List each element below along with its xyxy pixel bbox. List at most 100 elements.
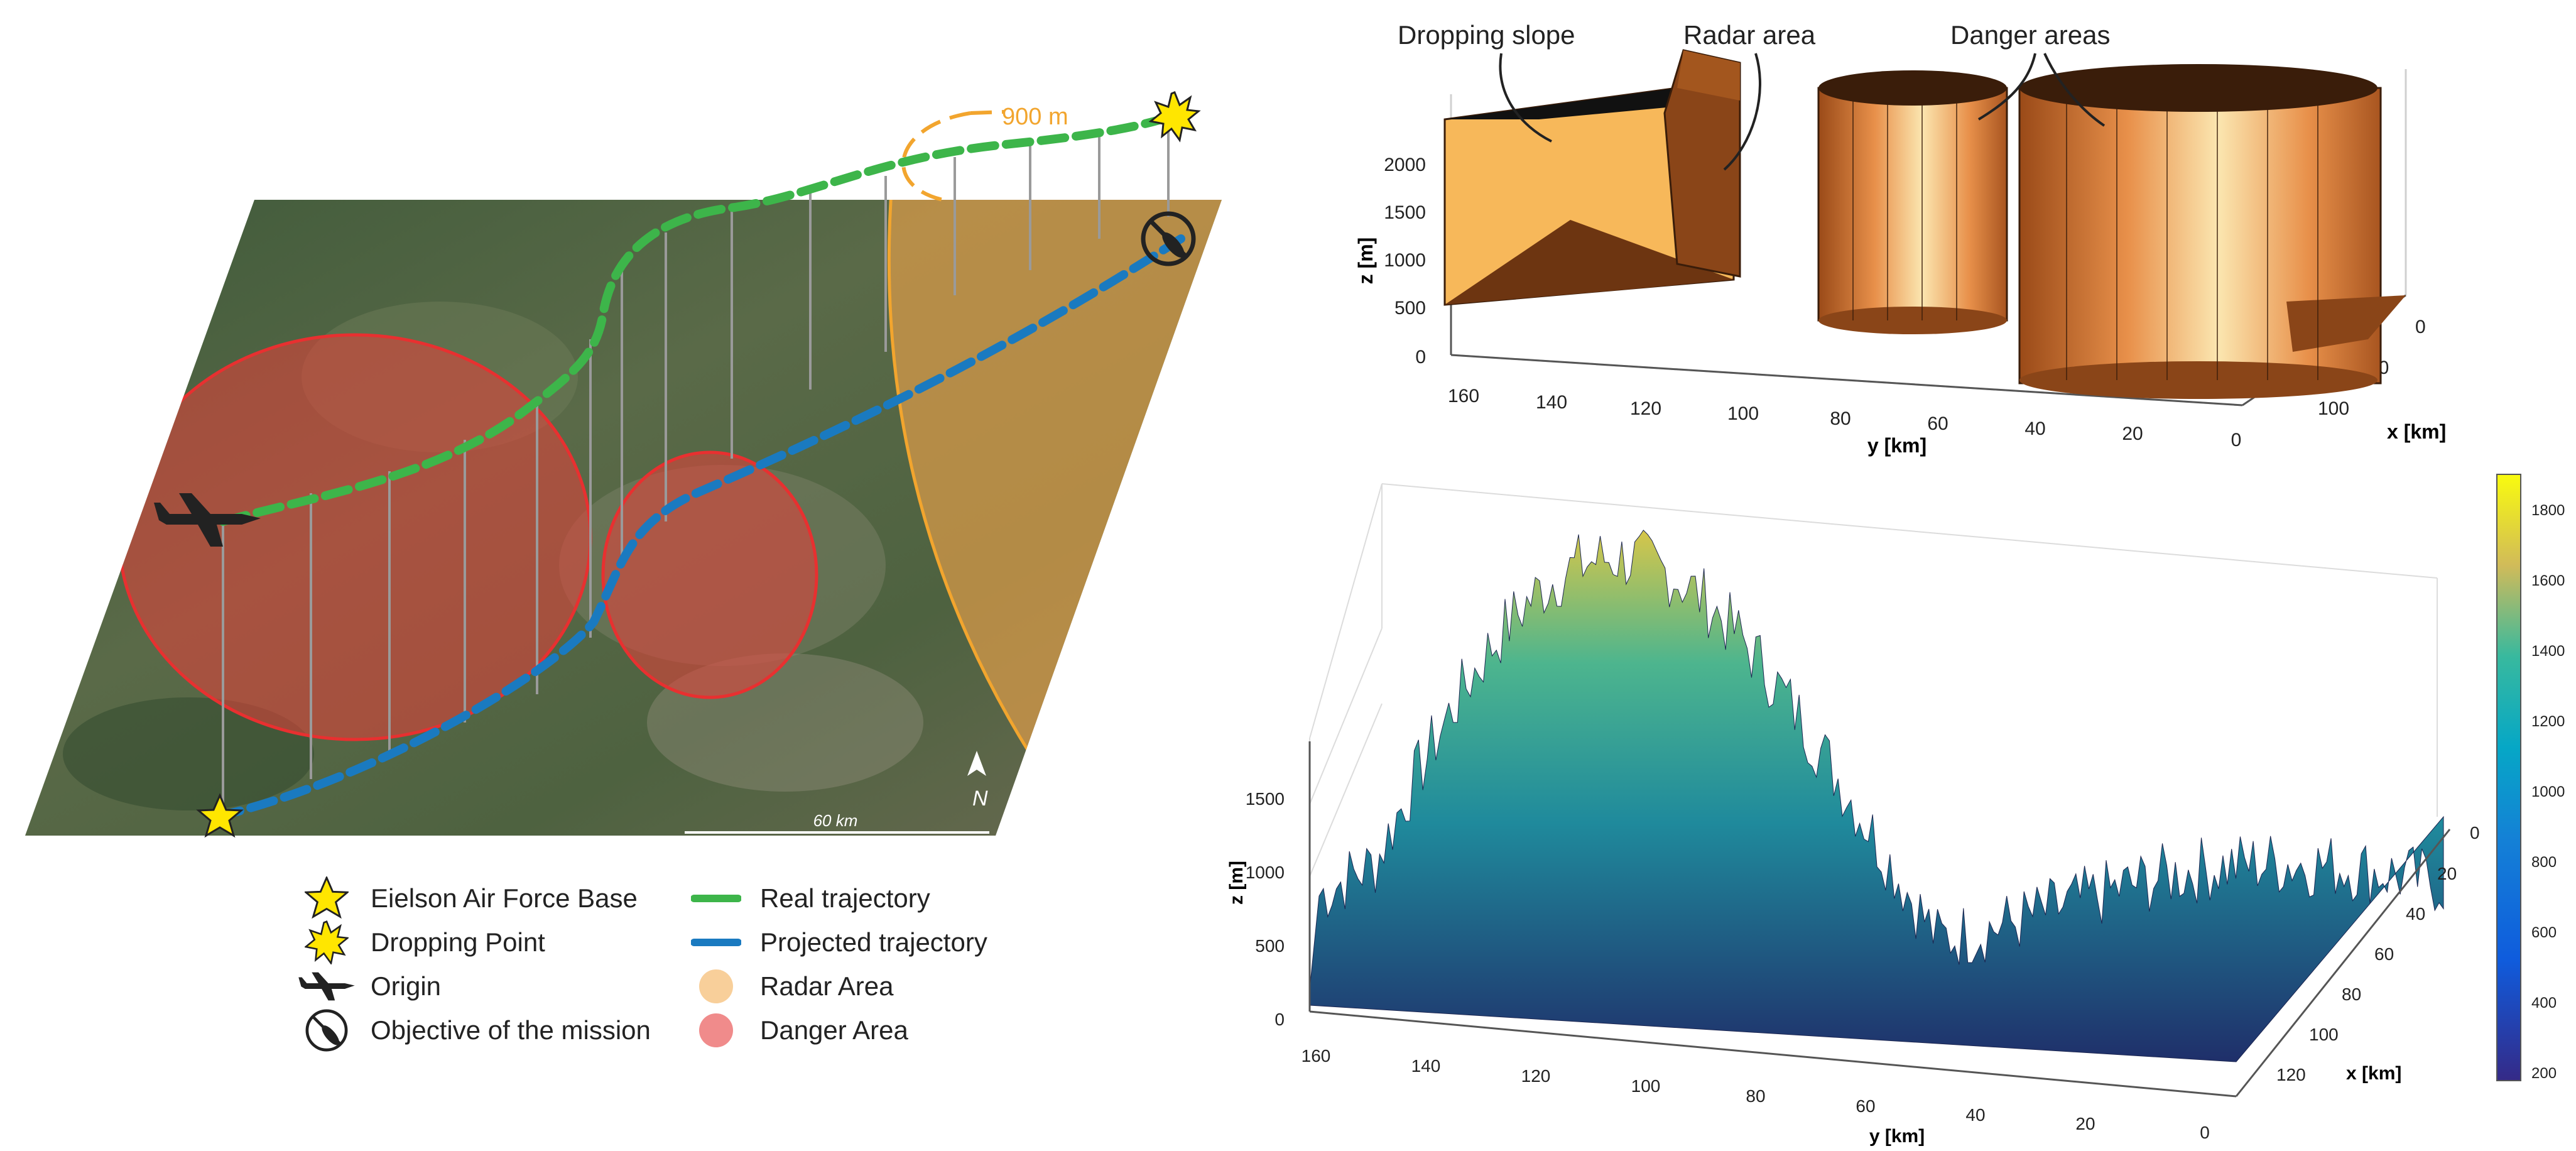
svg-text:120: 120 [2276, 1065, 2306, 1084]
svg-text:0: 0 [2470, 823, 2480, 843]
svg-text:1000: 1000 [1246, 863, 1285, 882]
projected-trajectory [212, 234, 1185, 821]
scale-label: 60 km [813, 811, 858, 830]
svg-text:600: 600 [2531, 924, 2557, 941]
star-icon [295, 876, 358, 919]
svg-text:800: 800 [2531, 854, 2557, 871]
legend-label: Eielson Air Force Base [371, 883, 638, 913]
north-arrow-icon: N [967, 751, 988, 810]
svg-text:500: 500 [1255, 936, 1285, 956]
svg-text:100: 100 [2318, 398, 2349, 419]
legend-label: Dropping Point [371, 927, 545, 957]
svg-text:20: 20 [2122, 423, 2143, 444]
altitude-label: 900 m [1002, 104, 1068, 130]
dropping-slope-base [1445, 220, 1734, 305]
svg-text:1200: 1200 [2531, 713, 2565, 730]
legend-item-dropping-point: Dropping Point [295, 920, 545, 964]
svg-text:40: 40 [2406, 904, 2425, 924]
radar-area-wedge [1663, 49, 1741, 278]
real-trajectory [219, 112, 1176, 526]
svg-text:60: 60 [1927, 413, 1948, 434]
surface-y-axis-label: y [km] [1869, 1126, 1925, 1147]
airplane-icon [154, 493, 261, 547]
svg-text:0: 0 [2231, 430, 2242, 450]
legend-label: Danger Area [760, 1015, 908, 1045]
svg-text:1000: 1000 [2531, 783, 2565, 800]
annotation-dropping-slope: Dropping slope [1398, 20, 1575, 50]
svg-text:200: 200 [2531, 1065, 2557, 1082]
svg-text:0: 0 [2200, 1123, 2210, 1142]
svg-text:120: 120 [1521, 1066, 1551, 1086]
svg-text:160: 160 [1448, 386, 1479, 406]
svg-text:0: 0 [1415, 347, 1426, 368]
y-axis-label: y [km] [1867, 434, 1927, 457]
svg-text:0: 0 [1274, 1010, 1285, 1029]
legend-item-objective: Objective of the mission [295, 1009, 651, 1052]
surface-x-axis-line [2235, 829, 2451, 1097]
svg-text:500: 500 [1394, 298, 1426, 319]
svg-text:80: 80 [2342, 985, 2361, 1004]
y-axis-line [1450, 354, 2243, 406]
svg-text:160: 160 [1302, 1046, 1331, 1066]
legend: Eielson Air Force Base Dropping Point Or… [295, 876, 1049, 1081]
annotation-radar-area: Radar area [1683, 20, 1816, 50]
legend-label: Real trajectory [760, 883, 930, 913]
north-label: N [972, 787, 988, 810]
svg-text:20: 20 [2437, 864, 2457, 883]
svg-text:2000: 2000 [1384, 155, 1426, 175]
danger-cylinder-cut [2286, 295, 2406, 352]
satellite-map: 900 m 60 km N [25, 91, 1222, 838]
star-icon [196, 793, 244, 838]
legend-item-real-trajectory: Real trajectory [685, 880, 930, 917]
z-tick-labels: 0 500 1000 1500 2000 [1384, 155, 1426, 368]
surface-z-axis-label: z [m] [1226, 861, 1247, 905]
svg-text:100: 100 [1727, 403, 1759, 424]
burst-star-icon [1148, 91, 1201, 143]
svg-text:40: 40 [2024, 418, 2045, 439]
red-circle-icon [685, 1012, 747, 1049]
svg-text:1000: 1000 [1384, 250, 1426, 271]
svg-text:1400: 1400 [2531, 643, 2565, 660]
green-dash-icon [685, 880, 747, 917]
svg-text:0: 0 [2415, 317, 2426, 337]
legend-item-radar-area: Radar Area [685, 968, 893, 1005]
target-bomb-icon [1141, 211, 1196, 266]
plot3d-bottom: 0 500 1000 1500 z [m] 160 140 120 100 80… [1226, 474, 2565, 1147]
cylinder-facets [1852, 88, 2318, 380]
svg-text:60: 60 [2374, 944, 2394, 964]
svg-text:80: 80 [1746, 1086, 1765, 1106]
airplane-icon [295, 968, 358, 1005]
danger-cylinder-large-top [2019, 64, 2378, 112]
x-axis-label: x [km] [2387, 420, 2446, 443]
danger-cylinder-large-bottom [2019, 361, 2378, 399]
legend-label: Radar Area [760, 971, 894, 1001]
surface-y-axis-line [1309, 1010, 2237, 1098]
blue-dash-icon [685, 924, 747, 961]
svg-text:140: 140 [1536, 392, 1567, 413]
surface-x-axis-label: x [km] [2346, 1063, 2401, 1084]
legend-item-projected-trajectory: Projected trajectory [685, 924, 987, 961]
target-bomb-icon [295, 1009, 358, 1052]
z-axis-label: z [m] [1354, 237, 1377, 285]
surface-y-tick-labels: 160 140 120 100 80 60 40 20 0 [1302, 1046, 2210, 1142]
plot3d-top: 0 500 1000 1500 2000 z [m] 160 140 120 1… [1354, 20, 2446, 457]
svg-text:1500: 1500 [1384, 202, 1426, 223]
radar-area-top [1677, 50, 1740, 101]
svg-text:20: 20 [2075, 1114, 2095, 1133]
annotation-arrows [1499, 53, 2106, 171]
svg-text:400: 400 [2531, 995, 2557, 1012]
colorbar [2496, 474, 2521, 1081]
svg-text:120: 120 [1630, 398, 1661, 419]
surface-z-tick-labels: 0 500 1000 1500 [1246, 789, 1285, 1029]
legend-item-danger-area: Danger Area [685, 1012, 908, 1049]
svg-text:80: 80 [1830, 408, 1850, 429]
svg-text:1800: 1800 [2531, 502, 2565, 519]
legend-item-origin: Origin [295, 968, 441, 1005]
svg-text:40: 40 [1965, 1105, 1985, 1125]
danger-cylinder-small-bottom [1818, 307, 2007, 334]
dropping-slope-top [1445, 88, 1740, 119]
y-tick-labels: 160 140 120 100 80 60 40 20 0 [1448, 386, 2241, 450]
terrain-patch [63, 697, 314, 810]
legend-item-base: Eielson Air Force Base [295, 876, 638, 919]
